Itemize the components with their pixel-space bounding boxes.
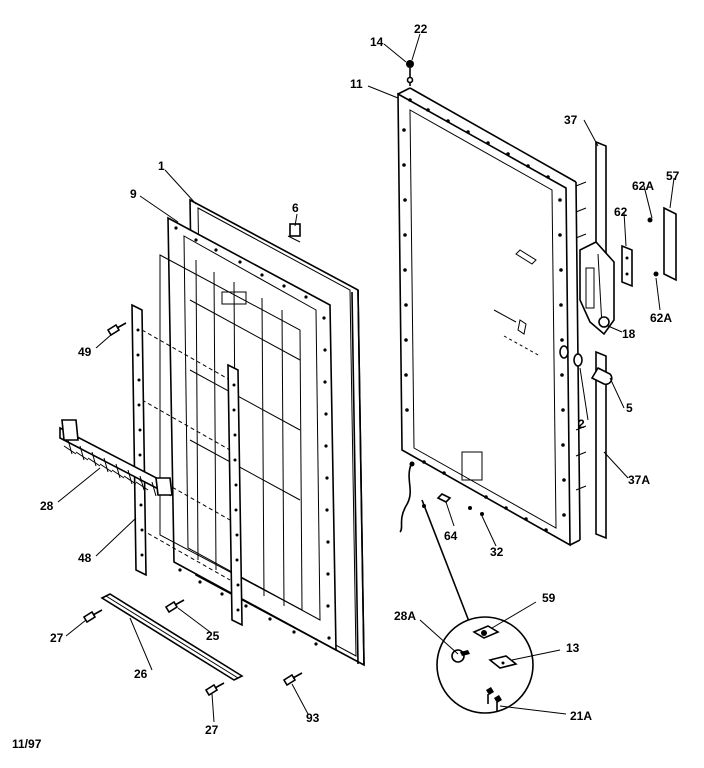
label-part-18: 18 [622,327,636,341]
label-part-21A: 21A [570,709,592,723]
screws-32-64 [422,493,484,516]
trim-strip-37A [575,350,607,540]
wire-harness [399,461,415,533]
label-part-93: 93 [306,711,320,725]
detail-part-13 [488,655,518,669]
label-part-6: 6 [292,201,299,215]
shelf-rail-right [227,363,243,627]
shelf-rail-left [131,303,147,577]
label-part-28-rack: 28 [40,499,54,513]
shelf-bracket-rack [59,419,173,497]
part-labels: 1 9 6 49 28 48 27 26 25 27 93 14 22 11 3… [40,22,680,737]
label-part-37A: 37A [628,473,650,487]
label-part-32: 32 [490,545,504,559]
latch-parts [559,345,613,386]
label-part-22: 22 [414,22,428,36]
date-code: 11/97 [12,737,42,751]
part-6-clip [287,223,301,243]
detail-part-59 [472,625,500,639]
label-part-25: 25 [206,629,220,643]
label-part-57: 57 [666,169,680,183]
liner-screw-holes [174,226,331,646]
label-part-13: 13 [566,641,580,655]
label-part-14: 14 [370,35,384,49]
leader-lines [57,33,675,723]
hinge-pin [406,60,414,86]
screws-62A [647,217,659,277]
detail-callout [421,499,534,714]
label-part-49: 49 [78,345,92,359]
door-liner [141,216,337,652]
label-part-37: 37 [564,113,578,127]
label-part-2: 2 [578,417,585,431]
screws-left [82,322,303,697]
label-part-62A-top: 62A [632,179,654,193]
label-part-27-left: 27 [50,631,64,645]
label-part-27-bottom: 27 [205,723,219,737]
label-part-26: 26 [134,667,148,681]
label-part-48: 48 [78,551,92,565]
label-part-1: 1 [158,159,165,173]
label-part-62A-bottom: 62A [650,311,672,325]
bottom-rail [100,593,244,681]
handle-cap-57 [663,206,677,282]
label-part-28A: 28A [394,609,416,623]
label-part-62: 62 [614,205,628,219]
outer-door-panel [397,87,581,547]
label-part-59: 59 [542,591,556,605]
door-handle-18 [579,241,615,336]
detail-part-21A [486,687,502,712]
label-part-9: 9 [130,187,137,201]
label-part-64: 64 [444,529,458,543]
panel-screw-holes [402,98,566,532]
label-part-5: 5 [626,401,633,415]
handle-bracket-62 [621,244,633,288]
label-part-11: 11 [350,77,363,91]
